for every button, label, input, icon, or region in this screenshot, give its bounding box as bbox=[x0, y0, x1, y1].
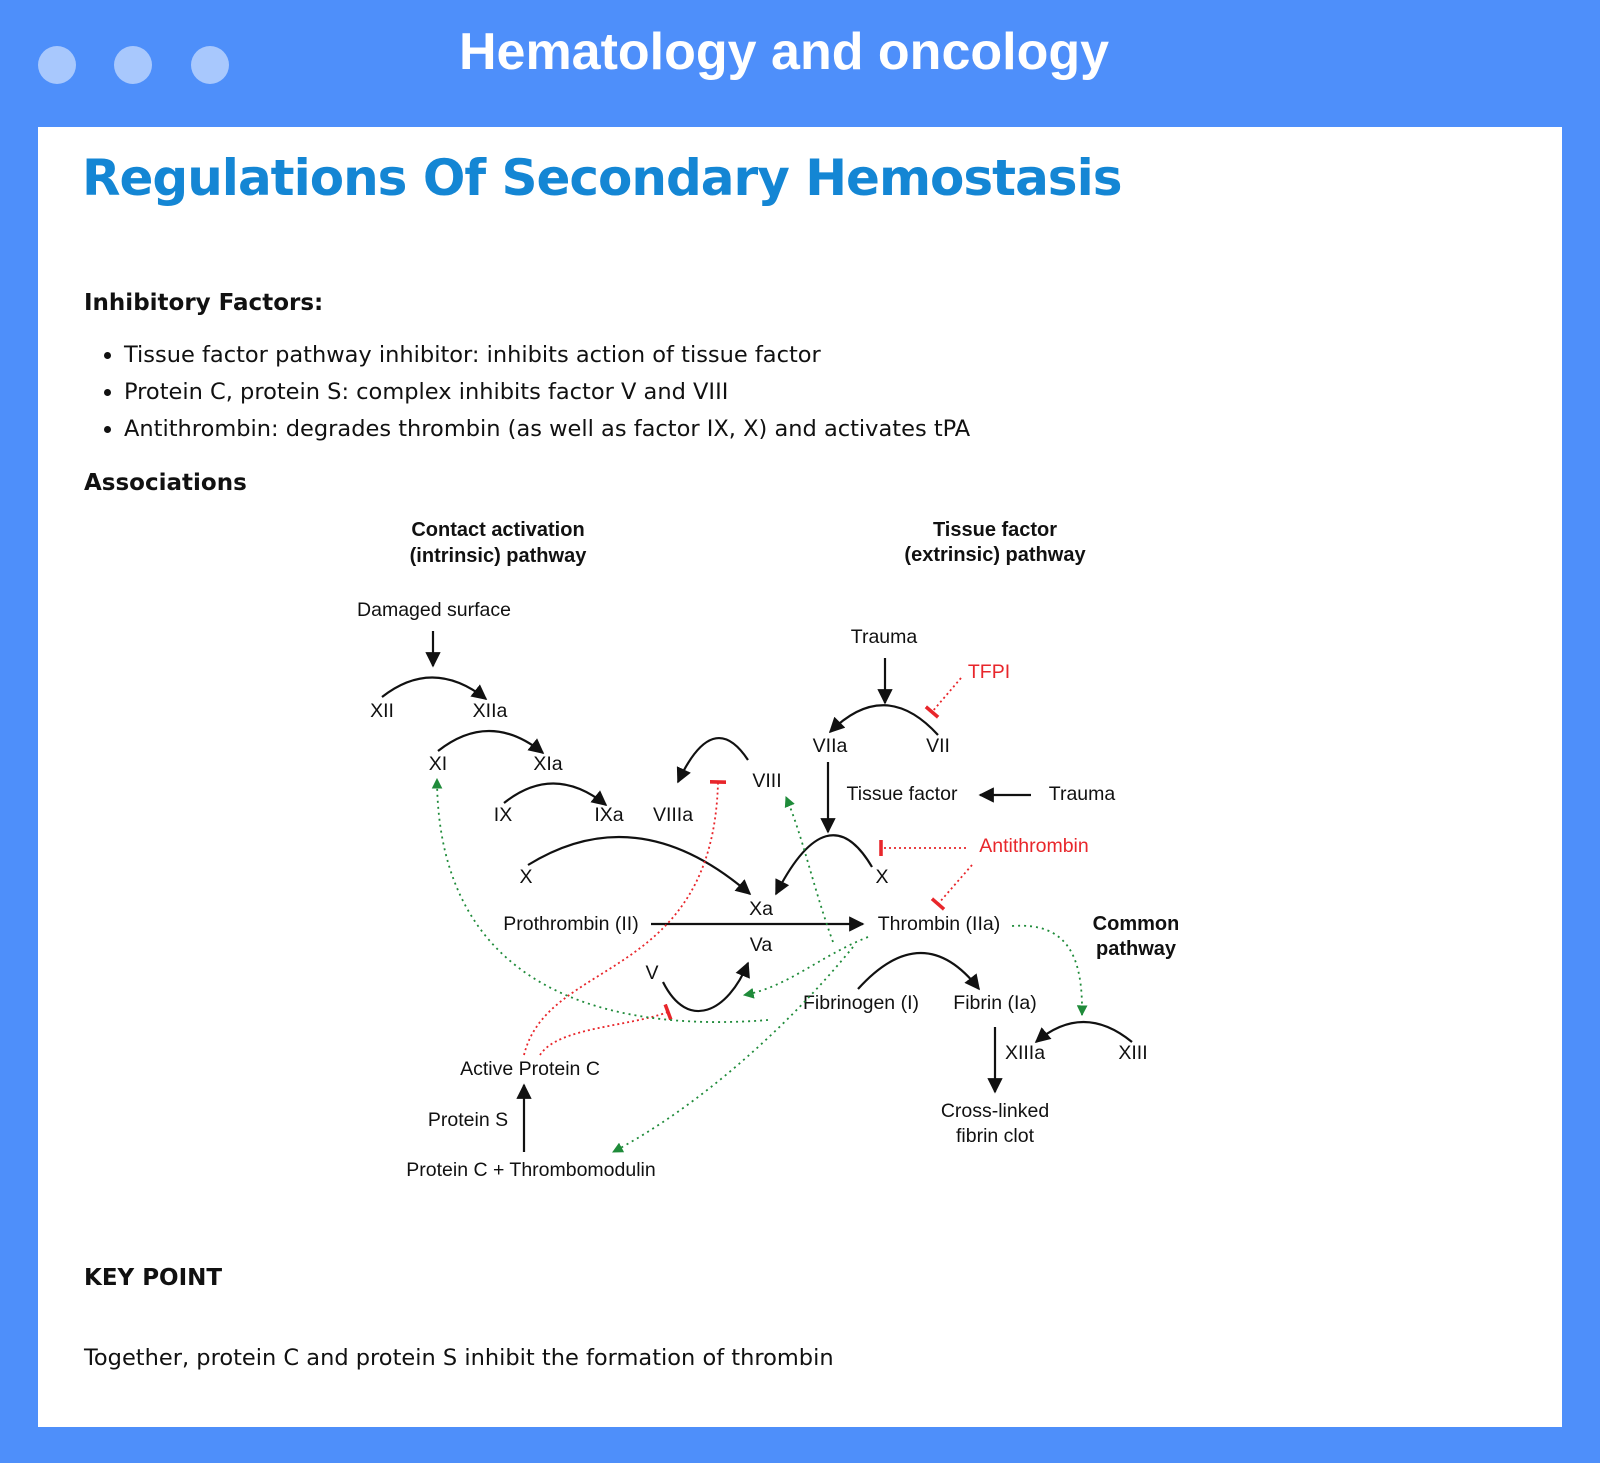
inhibit-apc-to-v bbox=[539, 1003, 673, 1056]
content-panel: Regulations Of Secondary Hemostasis Inhi… bbox=[38, 127, 1562, 1427]
arrow-v-to-va bbox=[662, 961, 750, 1013]
arrow-viii-to-viiia bbox=[676, 736, 749, 784]
activate-thrombin-to-viii bbox=[784, 796, 834, 943]
factor-xiii-label: XIII bbox=[1118, 1042, 1147, 1064]
damaged-surface-label: Damaged surface bbox=[357, 599, 511, 621]
list-item: Protein C, protein S: complex inhibits f… bbox=[124, 374, 970, 411]
page-title: Regulations Of Secondary Hemostasis bbox=[82, 149, 1122, 207]
trauma-right-label: Trauma bbox=[1049, 783, 1116, 805]
window-dot-3[interactable] bbox=[191, 46, 229, 84]
factor-ix-label: IX bbox=[494, 804, 512, 826]
coagulation-cascade-diagram: Contact activation (intrinsic) pathway T… bbox=[357, 519, 1178, 1181]
factor-xiiia-label: XIIIa bbox=[1005, 1042, 1045, 1064]
associations-heading: Associations bbox=[84, 470, 247, 496]
factor-x-intrinsic-label: X bbox=[519, 866, 532, 888]
factor-xiia-label: XIIa bbox=[473, 700, 508, 722]
trauma-top-label: Trauma bbox=[851, 626, 918, 648]
factor-ixa-label: IXa bbox=[594, 804, 623, 826]
list-item: Antithrombin: degrades thrombin (as well… bbox=[124, 411, 970, 448]
protein-c-thrombomodulin-label: Protein C + Thrombomodulin bbox=[406, 1159, 655, 1181]
thrombin-label: Thrombin (IIa) bbox=[878, 913, 1000, 935]
factor-v-label: V bbox=[645, 962, 658, 984]
inhibit-tfpi-to-vii bbox=[924, 677, 962, 719]
clot-label-line2: fibrin clot bbox=[956, 1125, 1035, 1147]
inhibitory-factors-heading: Inhibitory Factors: bbox=[84, 290, 324, 316]
inhibit-apc-to-viii bbox=[523, 780, 727, 1056]
key-point-heading: KEY POINT bbox=[84, 1265, 223, 1291]
extrinsic-pathway-header-line1: Tissue factor bbox=[933, 519, 1057, 541]
arrow-x-extrinsic-to-xa bbox=[775, 834, 873, 896]
tfpi-label: TFPI bbox=[968, 661, 1010, 683]
list-item: Tissue factor pathway inhibitor: inhibit… bbox=[124, 337, 970, 374]
fibrinogen-label: Fibrinogen (I) bbox=[803, 992, 919, 1014]
fibrin-label: Fibrin (Ia) bbox=[953, 992, 1036, 1014]
factor-viia-label: VIIa bbox=[813, 735, 848, 757]
key-point-text: Together, protein C and protein S inhibi… bbox=[84, 1345, 834, 1371]
arrow-vii-to-viia bbox=[828, 704, 939, 736]
window-dot-1[interactable] bbox=[38, 46, 76, 84]
antithrombin-label: Antithrombin bbox=[979, 835, 1088, 857]
arrow-xiii-to-xiiia bbox=[1034, 1021, 1133, 1043]
protein-s-label: Protein S bbox=[428, 1109, 508, 1131]
factor-viiia-label: VIIIa bbox=[653, 804, 693, 826]
activate-thrombin-to-va bbox=[742, 936, 869, 999]
arrow-ix-to-ixa bbox=[503, 782, 608, 806]
common-pathway-header-line2: pathway bbox=[1096, 938, 1177, 960]
tissue-factor-label: Tissue factor bbox=[847, 783, 958, 805]
arrow-xii-to-xiia bbox=[381, 676, 488, 700]
factor-xii-label: XII bbox=[370, 700, 394, 722]
common-pathway-header-line1: Common bbox=[1093, 913, 1178, 935]
clot-label-line1: Cross-linked bbox=[941, 1100, 1049, 1122]
factor-vii-label: VII bbox=[926, 735, 950, 757]
factor-xi-label: XI bbox=[429, 753, 447, 775]
arrow-x-to-xa bbox=[527, 835, 752, 896]
arrow-fibrinogen-to-fibrin bbox=[857, 952, 980, 991]
inhibitory-factors-list: Tissue factor pathway inhibitor: inhibit… bbox=[84, 337, 970, 448]
factor-xa-label: Xa bbox=[749, 898, 773, 920]
active-protein-c-label: Active Protein C bbox=[460, 1058, 600, 1080]
activate-thrombin-to-xiii bbox=[1011, 924, 1088, 1017]
factor-x-extrinsic-label: X bbox=[875, 866, 888, 888]
extrinsic-pathway-header-line2: (extrinsic) pathway bbox=[904, 544, 1086, 566]
intrinsic-pathway-header-line2: (intrinsic) pathway bbox=[410, 545, 588, 567]
window-title: Hematology and oncology bbox=[458, 23, 1110, 81]
arrow-xi-to-xia bbox=[437, 729, 545, 754]
prothrombin-label: Prothrombin (II) bbox=[503, 913, 638, 935]
factor-va-label: Va bbox=[750, 934, 773, 956]
window-dot-2[interactable] bbox=[114, 46, 152, 84]
intrinsic-pathway-header-line1: Contact activation bbox=[411, 519, 584, 541]
inhibit-antithrombin-to-thrombin bbox=[930, 864, 973, 911]
factor-xia-label: XIa bbox=[533, 753, 562, 775]
factor-viii-label: VIII bbox=[752, 770, 781, 792]
